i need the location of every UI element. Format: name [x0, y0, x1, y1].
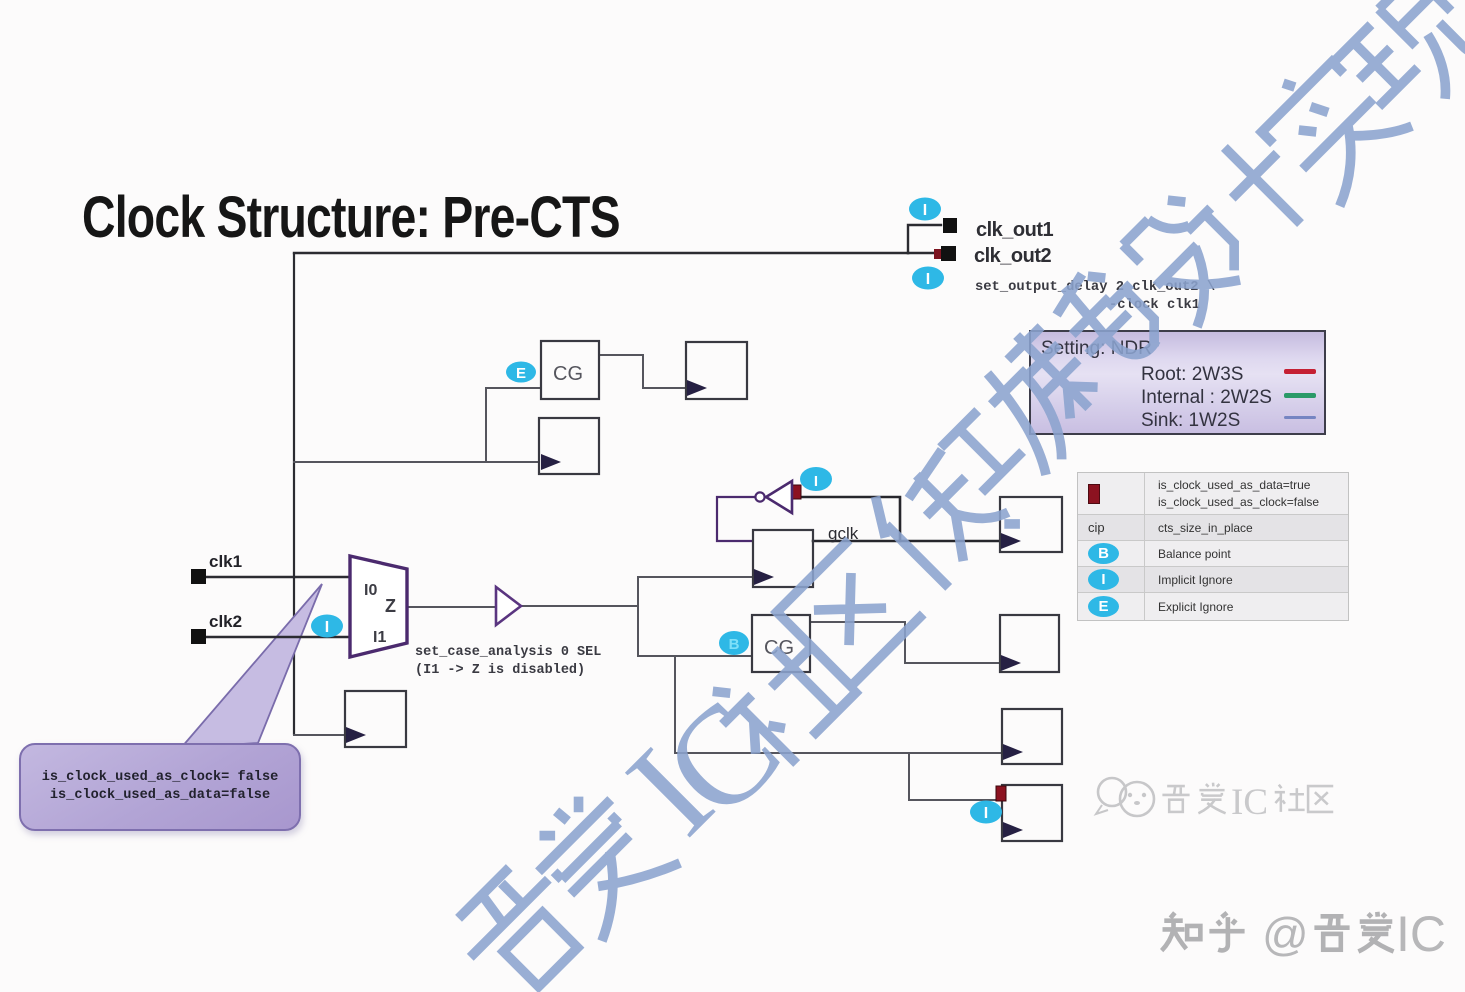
- svg-text:(I1 -> Z is disabled): (I1 -> Z is disabled): [415, 663, 585, 678]
- svg-text:I: I: [814, 473, 818, 490]
- svg-text:set_output_delay 2 clk_out2 \: set_output_delay 2 clk_out2 \: [975, 279, 1215, 295]
- svg-text:I0: I0: [364, 582, 377, 599]
- svg-text:gclk: gclk: [828, 524, 859, 543]
- svg-text:IC: IC: [1396, 906, 1446, 962]
- svg-text:clk1: clk1: [209, 552, 242, 571]
- svg-text:I: I: [325, 619, 329, 636]
- svg-text:CG: CG: [553, 363, 583, 385]
- svg-text:I: I: [984, 805, 988, 822]
- svg-text:-clock clk1: -clock clk1: [1109, 297, 1200, 313]
- svg-text:Z: Z: [385, 596, 396, 616]
- svg-text:I: I: [926, 271, 930, 288]
- svg-text:clk_out1: clk_out1: [976, 219, 1054, 241]
- svg-text:clk2: clk2: [209, 612, 242, 631]
- svg-text:I: I: [923, 202, 927, 219]
- svg-text:B: B: [729, 636, 740, 653]
- svg-text:IC: IC: [1231, 782, 1268, 823]
- svg-text:clk_out2: clk_out2: [974, 245, 1052, 267]
- svg-text:CG: CG: [764, 637, 794, 659]
- svg-text:E: E: [516, 365, 526, 382]
- svg-text:I1: I1: [373, 629, 386, 646]
- svg-text:@: @: [1262, 908, 1309, 960]
- svg-text:set_case_analysis 0 SEL: set_case_analysis 0 SEL: [415, 645, 601, 660]
